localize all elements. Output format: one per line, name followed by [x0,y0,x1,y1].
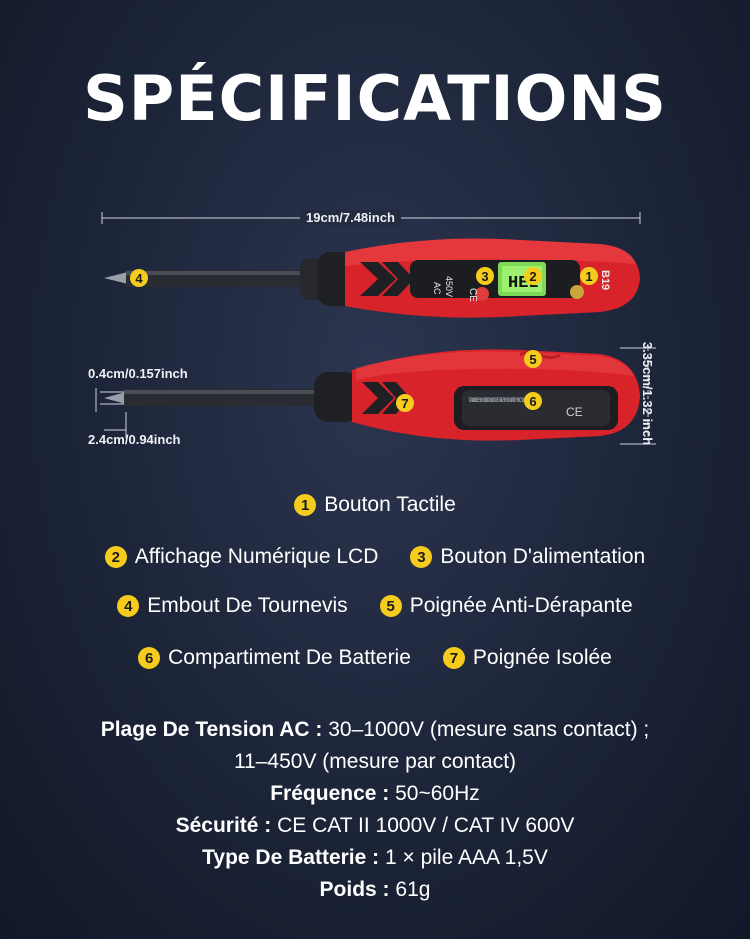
legend-number-5: 5 [379,595,402,617]
legend-label: Poignée Isolée [472,646,612,669]
marker-5: 5 [524,350,542,368]
voltage-label: 450V [444,276,454,297]
legend-number-3: 3 [410,546,433,568]
page-title: SPÉCIFICATIONS [83,62,667,135]
legend-label: Poignée Anti-Dérapante [409,594,633,617]
marker-7: 7 [396,394,414,412]
marker-3: 3 [476,267,494,285]
legend-item-power-button: 3 Bouton D'alimentation [410,545,645,569]
screwdriver-top [104,238,640,318]
height-dimension: 3.35cm/1.32 inch [640,341,656,446]
legend-row-1: 1 Bouton Tactile [0,493,750,517]
tip-width-dimension: 0.4cm/0.157inch [88,366,188,381]
spec-voltage: Plage De Tension AC : 30–1000V (mesure s… [100,718,650,741]
length-dimension: 19cm/7.48inch [300,210,401,225]
legend-item-insulated-grip: 7 Poignée Isolée [442,646,612,670]
legend-label: Bouton D'alimentation [440,545,646,568]
legend-item-battery-compartment: 6 Compartiment De Batterie [138,646,411,670]
legend-label: Bouton Tactile [324,493,456,516]
legend-number-1: 1 [294,494,317,516]
tip-length-dimension: 2.4cm/0.94inch [88,432,181,447]
spec-weight: Poids : 61g [319,878,431,901]
marker-4: 4 [130,269,148,287]
legend-row-3: 4 Embout De Tournevis 5 Poignée Anti-Dér… [0,594,750,618]
ce-label-top: CE [467,288,478,302]
ac-label: AC [432,282,442,295]
legend-item-screwdriver-tip: 4 Embout De Tournevis [117,594,348,618]
product-illustration: AC 450V CE HEL B19 CE TO AVOID ELEC SHOC… [0,200,750,470]
legend-number-7: 7 [442,647,465,669]
legend-row-2: 2 Affichage Numérique LCD 3 Bouton D'ali… [0,545,750,569]
spec-frequency: Fréquence : 50~60Hz [270,782,480,805]
battery-warning-text: TO AVOID ELEC SHOCK DO NOT OPERATE WITHO… [468,398,529,404]
screwdriver-diagram: AC 450V CE HEL B19 CE TO AVOID ELEC SHOC… [95,212,656,445]
legend-label: Compartiment De Batterie [168,646,411,669]
ce-label-bottom: CE [566,405,583,419]
legend-item-anti-slip-grip: 5 Poignée Anti-Dérapante [379,594,633,618]
marker-6: 6 [524,392,542,410]
legend-label: Embout De Tournevis [147,594,348,617]
marker-1: 1 [580,267,598,285]
legend-item-lcd: 2 Affichage Numérique LCD [104,545,379,569]
screwdriver-bottom [104,349,640,441]
spec-voltage-contact: 11–450V (mesure par contact) [233,750,517,773]
legend-number-4: 4 [117,595,140,617]
model-label: B19 [599,270,611,290]
spec-safety: Sécurité : CE CAT II 1000V / CAT IV 600V [175,814,575,837]
specifications-block: Plage De Tension AC : 30–1000V (mesure s… [0,714,750,906]
legend-item-touch-button: 1 Bouton Tactile [294,493,456,517]
legend-label: Affichage Numérique LCD [134,545,379,568]
legend-number-6: 6 [138,647,161,669]
legend-row-4: 6 Compartiment De Batterie 7 Poignée Iso… [0,646,750,670]
spec-battery: Type De Batterie : 1 × pile AAA 1,5V [202,846,548,869]
legend-number-2: 2 [104,546,127,568]
marker-2: 2 [524,267,542,285]
